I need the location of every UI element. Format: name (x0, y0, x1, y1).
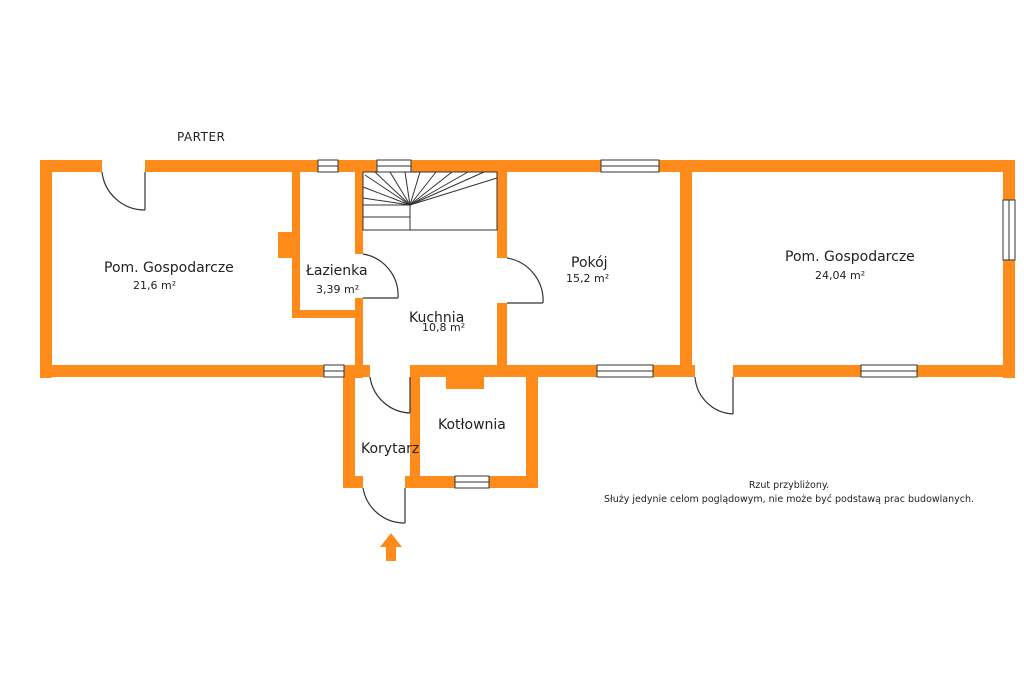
wall-top-main (145, 160, 1015, 172)
window-top-pokoj (600, 159, 660, 173)
window-top-kuchnia (376, 159, 412, 173)
room-area-pokoj: 15,2 m² (566, 272, 610, 285)
disclaimer-line-1: Rzut przybliżony. (748, 480, 830, 491)
window-bottom-pokoj (596, 364, 654, 378)
room-name-pokoj: Pokój (571, 255, 608, 271)
room-area-pom-gospodarcze-right: 24,04 m² (815, 269, 866, 282)
room-area-pom-gospodarcze-left: 21,6 m² (133, 279, 177, 292)
wall-left (40, 160, 52, 378)
door-right-room (694, 376, 734, 415)
wall-korytarz-left (343, 365, 355, 488)
window-right-wall (1002, 199, 1016, 261)
walls (40, 160, 1015, 488)
wall-korytarz-right (410, 365, 420, 488)
disclaimer-line-2: Służy jedynie celom poglądowym, nie może… (603, 494, 975, 505)
room-name-pom-gospodarcze-right: Pom. Gospodarcze (785, 249, 915, 265)
floor-title: PARTER (177, 130, 226, 144)
wall-lazienka-left (292, 172, 300, 318)
wall-korytarz-bottom-left (343, 476, 363, 488)
windows (317, 159, 1016, 489)
wall-annex-right (526, 365, 538, 488)
window-kotlownia (454, 475, 490, 489)
wall-kotlownia-chimney (446, 377, 484, 389)
door-top-left (101, 171, 146, 211)
room-name-korytarz: Korytarz (361, 441, 420, 457)
doors (101, 171, 734, 524)
room-area-kuchnia: 10,8 m² (422, 321, 466, 334)
wall-lazienka-right (355, 172, 363, 254)
window-bottom-left (323, 364, 345, 378)
window-top-lazienka (317, 159, 339, 173)
room-name-pom-gospodarcze-left: Pom. Gospodarcze (104, 260, 234, 276)
door-pokoj (506, 257, 544, 304)
stairs (362, 171, 498, 231)
room-name-lazienka: Łazienka (306, 263, 368, 279)
wall-top-left (40, 160, 102, 172)
window-bottom-right (860, 364, 918, 378)
wall-right (1003, 160, 1015, 378)
door-lazienka (362, 253, 399, 299)
door-entrance (362, 487, 406, 524)
disclaimer-note: Rzut przybliżony. Służy jedynie celom po… (596, 479, 982, 507)
room-area-lazienka: 3,39 m² (316, 283, 360, 296)
wall-lazienka-bottom (292, 310, 360, 318)
wall-kuchnia-right-lower (497, 303, 507, 373)
entrance-arrow-icon (380, 533, 402, 561)
wall-kuchnia-right-upper (497, 172, 507, 258)
door-kuchnia-korytarz (369, 376, 411, 414)
wall-bottom-left (40, 365, 370, 377)
room-name-kuchnia: Kuchnia (409, 310, 465, 326)
wall-pokoj-right (680, 172, 692, 377)
room-name-kotlownia: Kotłownia (438, 417, 506, 433)
wall-kuchnia-left (355, 298, 363, 378)
wall-lazienka-stub (278, 232, 292, 258)
